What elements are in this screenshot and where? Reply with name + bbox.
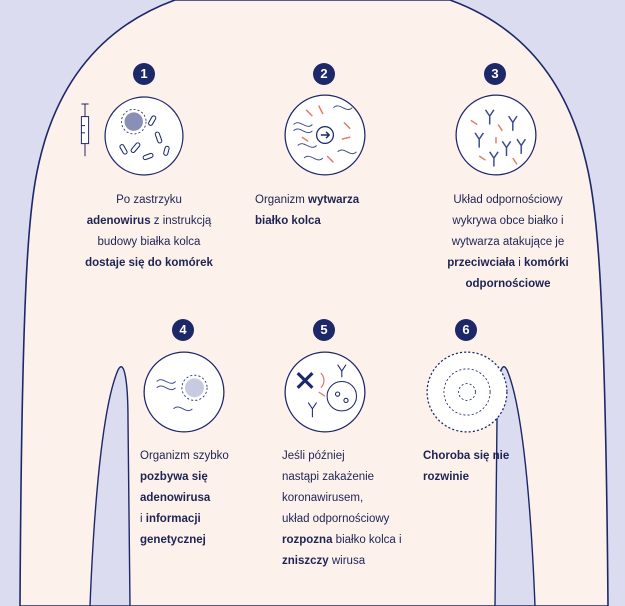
caption-text-bold: dostaje się do komórek xyxy=(85,257,213,269)
step-caption: Organizm wytwarza białko kolca xyxy=(255,190,395,232)
caption-text-bold: odpornościowe xyxy=(466,278,551,290)
caption-text: białko kolca i xyxy=(332,534,401,546)
caption-text-bold: informacji xyxy=(146,513,201,525)
caption-text: wirusa xyxy=(329,555,365,567)
step-caption: Jeśli później nastąpi zakażenie koronawi… xyxy=(282,446,422,572)
caption-text: wytwarza atakujące je xyxy=(452,236,565,248)
caption-text-bold: adenowirus xyxy=(87,215,151,227)
caption-text-bold: białko kolca xyxy=(255,215,321,227)
step-caption: Po zastrzyku adenowirus z instrukcją bud… xyxy=(74,190,224,274)
step-number: 5 xyxy=(313,319,335,341)
caption-text-bold: zniszczy xyxy=(282,555,329,567)
caption-text-bold: rozpozna xyxy=(282,534,332,546)
caption-text: Po zastrzyku xyxy=(116,194,182,206)
step-number: 4 xyxy=(172,319,194,341)
step-number: 6 xyxy=(455,319,477,341)
caption-text-bold: przeciwciała xyxy=(447,257,515,269)
antibodies-icon xyxy=(454,93,538,177)
caption-text: i xyxy=(515,257,524,269)
caption-text: wykrywa obce białko i xyxy=(452,215,563,227)
cell-produces-spike-icon xyxy=(283,93,367,177)
caption-text-bold: rozwinie xyxy=(423,471,469,483)
caption-text-bold: adenowirusa xyxy=(140,492,210,504)
step-caption: Choroba się nie rozwinie xyxy=(423,446,543,488)
caption-text: budowy białka kolca xyxy=(98,236,201,248)
caption-text: Organizm xyxy=(255,194,308,206)
step-caption: Organizm szybko pozbywa się adenowirusa … xyxy=(140,446,250,551)
healthy-cell-icon xyxy=(425,350,509,434)
step-number: 2 xyxy=(313,63,335,85)
step-number: 3 xyxy=(484,63,506,85)
adenovirus-removed-icon xyxy=(142,350,226,434)
caption-text: układ odpornościowy xyxy=(282,513,389,525)
caption-text: Organizm szybko xyxy=(140,450,229,462)
caption-text: koronawirusem, xyxy=(282,492,363,504)
step-number: 1 xyxy=(133,63,155,85)
caption-text: z instrukcją xyxy=(151,215,212,227)
caption-text: Jeśli później xyxy=(282,450,345,462)
step-caption: Układ odpornościowy wykrywa obce białko … xyxy=(438,190,578,295)
caption-text-bold: genetycznej xyxy=(140,534,206,546)
caption-text-bold: Choroba się nie xyxy=(423,450,509,462)
caption-text-bold: pozbywa się xyxy=(140,471,208,483)
virus-destroyed-icon xyxy=(283,350,367,434)
caption-text: Układ odpornościowy xyxy=(453,194,562,206)
caption-text: nastąpi zakażenie xyxy=(282,471,374,483)
injection-adenovirus-icon xyxy=(103,95,185,177)
syringe-icon xyxy=(76,102,94,160)
caption-text-bold: wytwarza xyxy=(308,194,359,206)
caption-text-bold: komórki xyxy=(524,257,569,269)
